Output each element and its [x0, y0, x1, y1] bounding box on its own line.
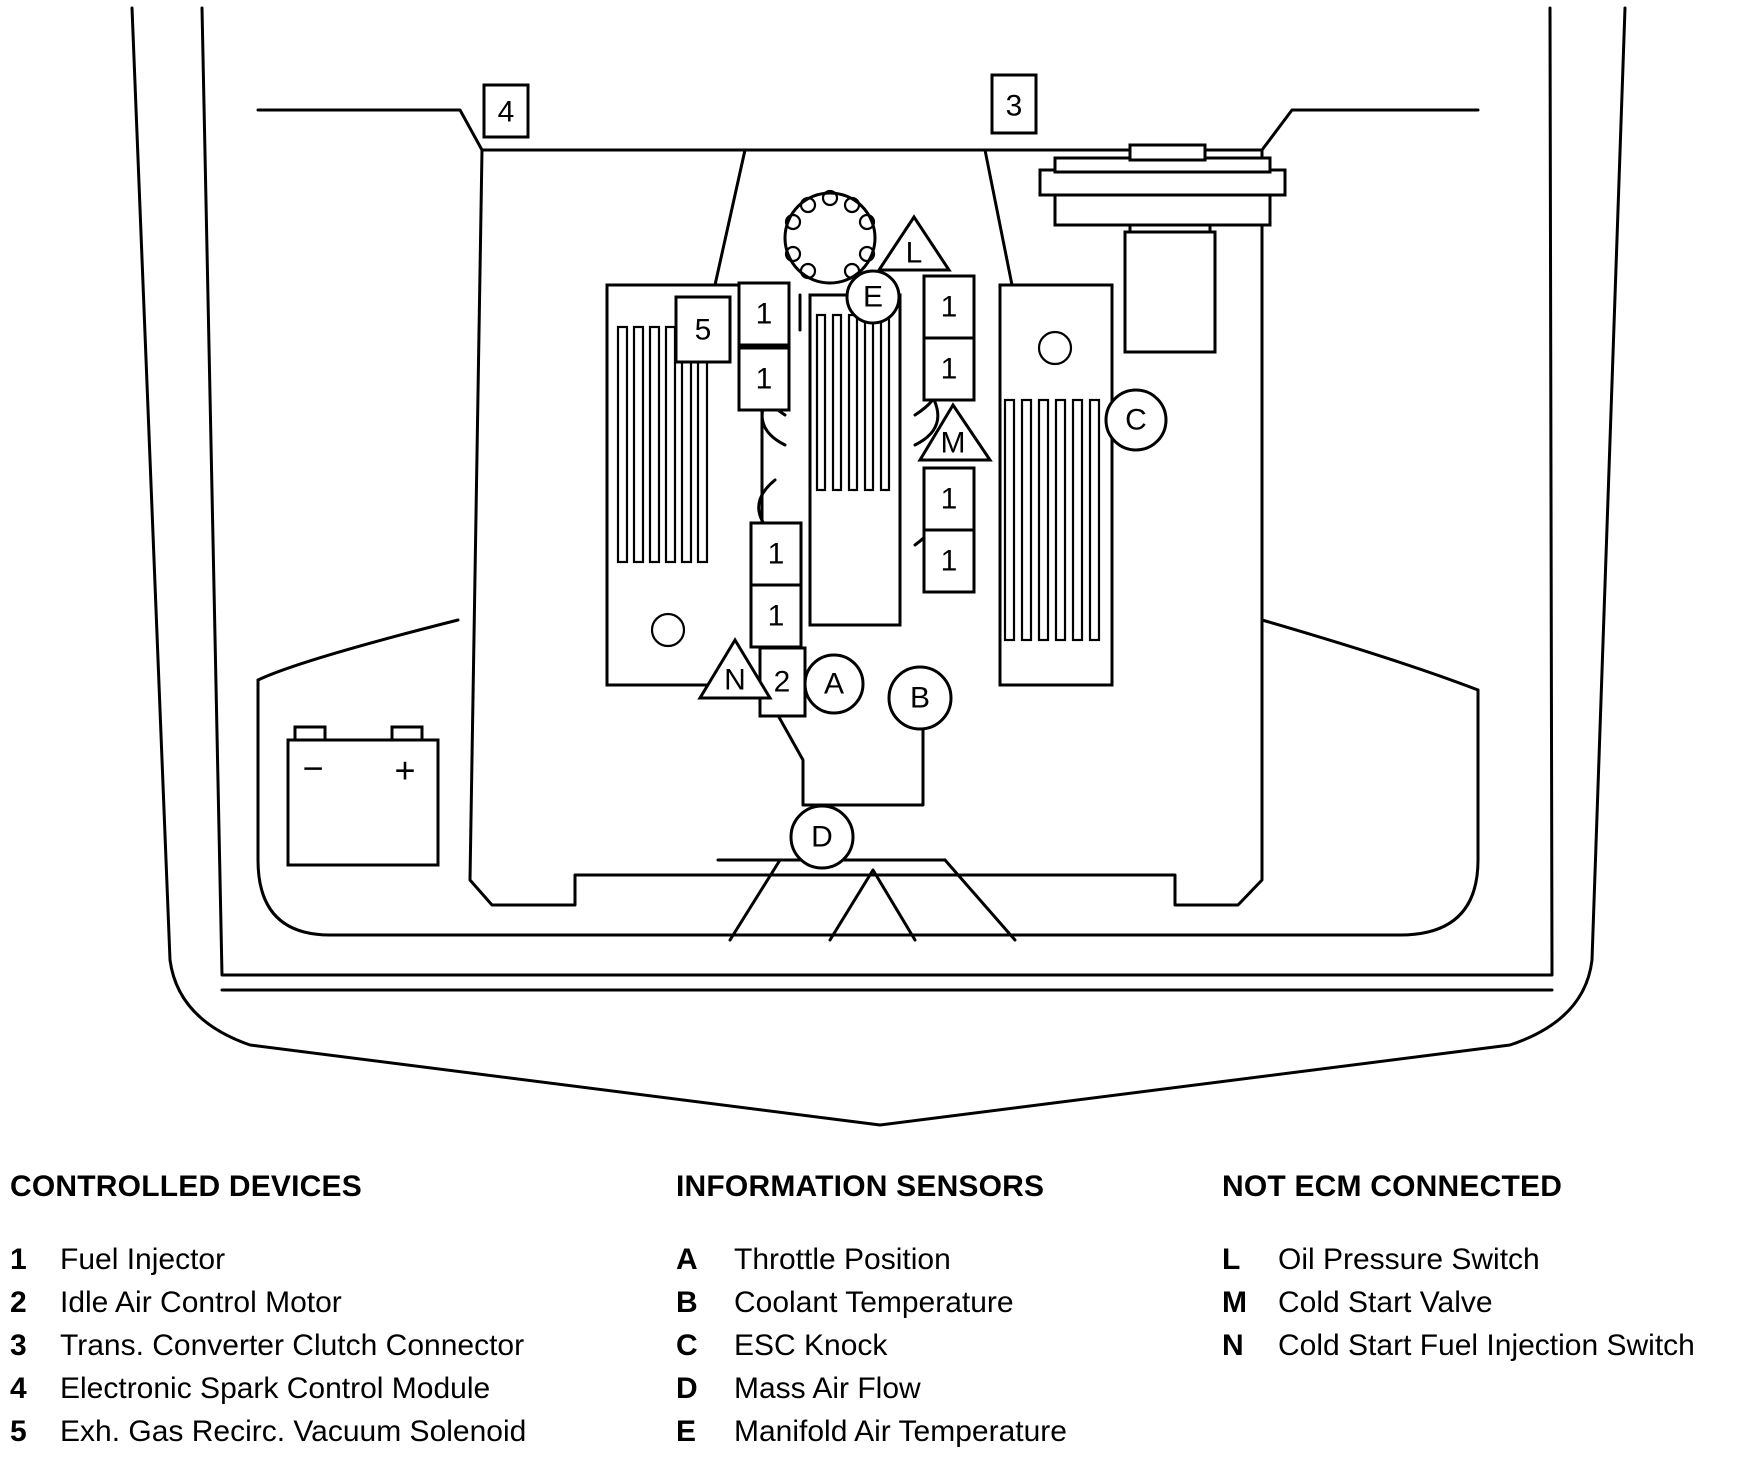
- svg-text:B: B: [910, 682, 930, 715]
- distributor-cap: [783, 189, 877, 285]
- legend-item: D Mass Air Flow: [676, 1367, 1067, 1410]
- callout-3: 3: [990, 73, 1038, 135]
- battery: − +: [286, 725, 440, 867]
- battery-positive-sign: +: [394, 750, 415, 791]
- legend-label: Mass Air Flow: [734, 1371, 921, 1405]
- legend-controlled-devices: CONTROLLED DEVICES 1 Fuel Injector 2 Idle …: [10, 1170, 526, 1453]
- svg-text:1: 1: [941, 545, 958, 578]
- legend-item: 1 Fuel Injector: [10, 1238, 526, 1281]
- svg-text:5: 5: [695, 314, 712, 347]
- legend-title-controlled-devices: CONTROLLED DEVICES: [10, 1170, 362, 1203]
- svg-text:4: 4: [498, 96, 515, 129]
- legend-item: M Cold Start Valve: [1222, 1281, 1695, 1324]
- legend-not-ecm-connected: NOT ECM CONNECTED L Oil Pressure Switch M…: [1222, 1170, 1695, 1367]
- callout-4: 4: [482, 83, 530, 139]
- legend-label: Oil Pressure Switch: [1278, 1242, 1540, 1276]
- legend-key: C: [676, 1328, 698, 1362]
- svg-text:3: 3: [1006, 90, 1023, 123]
- legend-item: N Cold Start Fuel Injection Switch: [1222, 1324, 1695, 1367]
- callout-c: C: [1104, 388, 1168, 452]
- legend-item: A Throttle Position: [676, 1238, 1067, 1281]
- legend-key: D: [676, 1371, 698, 1405]
- callout-b: B: [887, 665, 953, 731]
- legend-label: Cold Start Valve: [1278, 1285, 1493, 1319]
- legend-label: Electronic Spark Control Module: [60, 1371, 491, 1405]
- callout-5: 5: [674, 295, 732, 364]
- battery-negative-sign: −: [302, 748, 323, 789]
- legend-label: Idle Air Control Motor: [60, 1285, 342, 1319]
- legend-item: 3 Trans. Converter Clutch Connector: [10, 1324, 526, 1367]
- legend-key: 2: [10, 1285, 27, 1319]
- legend-title-not-ecm-connected: NOT ECM CONNECTED: [1222, 1170, 1563, 1203]
- legend-label: Manifold Air Temperature: [734, 1414, 1067, 1448]
- callout-2: 2: [758, 646, 807, 718]
- vehicle-body-outline: [130, 6, 1627, 1127]
- legend-item: 2 Idle Air Control Motor: [10, 1281, 526, 1324]
- legend-item: C ESC Knock: [676, 1324, 1067, 1367]
- svg-text:2: 2: [774, 666, 791, 699]
- svg-text:1: 1: [756, 363, 773, 396]
- callout-m: M: [917, 402, 993, 462]
- legend-key: N: [1222, 1328, 1244, 1362]
- legend-label: Cold Start Fuel Injection Switch: [1278, 1328, 1695, 1362]
- legend-key: 5: [10, 1414, 27, 1448]
- legend-key: 4: [10, 1371, 27, 1405]
- legend-label: Throttle Position: [734, 1242, 951, 1276]
- callout-1: 1: [922, 274, 976, 340]
- inner-fender-wells: [256, 108, 1480, 937]
- right-cylinder-head: [998, 283, 1114, 687]
- callout-l: L: [876, 214, 952, 272]
- svg-text:1: 1: [941, 353, 958, 386]
- air-intake-duct: [716, 708, 1017, 942]
- legend-information-sensors: INFORMATION SENSORS A Throttle Position B…: [676, 1170, 1067, 1453]
- svg-text:C: C: [1125, 404, 1147, 437]
- svg-text:1: 1: [941, 291, 958, 324]
- legend-key: 1: [10, 1242, 27, 1276]
- svg-text:M: M: [941, 427, 966, 460]
- svg-text:A: A: [824, 668, 844, 701]
- legend-label: ESC Knock: [734, 1328, 888, 1362]
- legend-key: L: [1222, 1242, 1241, 1276]
- legend-item: 5 Exh. Gas Recirc. Vacuum Solenoid: [10, 1410, 526, 1453]
- fuel-injector-callouts: 1 1 1 1 1 1 1 1: [737, 274, 976, 649]
- legend-label: Coolant Temperature: [734, 1285, 1014, 1319]
- callout-d: D: [789, 804, 855, 870]
- callout-1: 1: [749, 521, 803, 587]
- legend-label: Trans. Converter Clutch Connector: [60, 1328, 525, 1362]
- callout-1: 1: [922, 466, 976, 532]
- callout-1: 1: [737, 346, 791, 412]
- legend-item: E Manifold Air Temperature: [676, 1410, 1067, 1453]
- callout-1: 1: [922, 336, 976, 402]
- legend-label: Exh. Gas Recirc. Vacuum Solenoid: [60, 1414, 527, 1448]
- legend-key: E: [676, 1414, 697, 1448]
- callout-1: 1: [922, 528, 976, 594]
- svg-text:D: D: [811, 821, 833, 854]
- svg-text:E: E: [863, 281, 883, 314]
- legend-item: L Oil Pressure Switch: [1222, 1238, 1695, 1281]
- legend-label: Fuel Injector: [60, 1242, 226, 1276]
- air-filter-assembly: [1038, 143, 1287, 354]
- svg-text:L: L: [906, 237, 923, 270]
- callout-1: 1: [749, 583, 803, 649]
- callout-1: 1: [737, 281, 791, 347]
- svg-text:1: 1: [756, 298, 773, 331]
- svg-text:1: 1: [768, 600, 785, 633]
- svg-text:N: N: [724, 664, 746, 697]
- legend-item: B Coolant Temperature: [676, 1281, 1067, 1324]
- legend-key: B: [676, 1285, 698, 1319]
- legend-key: M: [1222, 1285, 1247, 1319]
- engine-compartment-diagram: − + 4 3 5 2 1 1 1 1 1 1 1 1 E C A: [130, 6, 1627, 1127]
- legend-key: 3: [10, 1328, 27, 1362]
- legend-title-information-sensors: INFORMATION SENSORS: [676, 1170, 1045, 1203]
- legend-key: A: [676, 1242, 698, 1276]
- svg-text:1: 1: [768, 538, 785, 571]
- svg-text:1: 1: [941, 483, 958, 516]
- callout-a: A: [803, 653, 865, 715]
- callout-n: N: [697, 637, 773, 700]
- legend-item: 4 Electronic Spark Control Module: [10, 1367, 526, 1410]
- callout-e: E: [845, 269, 901, 325]
